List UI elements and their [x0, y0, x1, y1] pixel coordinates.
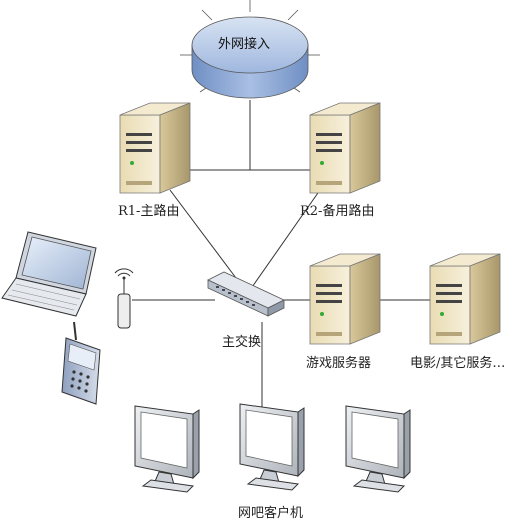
internet-label: 外网接入: [218, 37, 271, 52]
game-server-icon: [309, 253, 381, 345]
game-server-label: 游戏服务器: [306, 356, 372, 371]
movie-server-label: 电影/其它服务…: [410, 356, 506, 371]
link-router-backup-switch: [249, 189, 321, 291]
router-backup-label: R2-备用路由: [300, 204, 375, 219]
clients-label: 网吧客户机: [238, 506, 304, 521]
router-backup-icon: [309, 102, 381, 194]
laptop-icon: [1, 231, 97, 317]
link-router-main-switch: [169, 189, 246, 291]
connection-lines: [132, 100, 432, 408]
client-monitor-icon: [239, 403, 305, 491]
router-main-label: R1-主路由: [118, 204, 180, 219]
wireless-ap-icon: [114, 268, 134, 329]
mobile-phone-icon: [61, 321, 101, 405]
client-monitor-icon: [345, 405, 411, 493]
switch-icon: [207, 271, 285, 317]
switch-label: 主交换: [222, 335, 262, 350]
router-main-icon: [119, 102, 191, 194]
internet-cloud-icon: [180, 0, 320, 99]
client-monitor-icon: [134, 405, 200, 493]
movie-server-icon: [429, 253, 501, 345]
